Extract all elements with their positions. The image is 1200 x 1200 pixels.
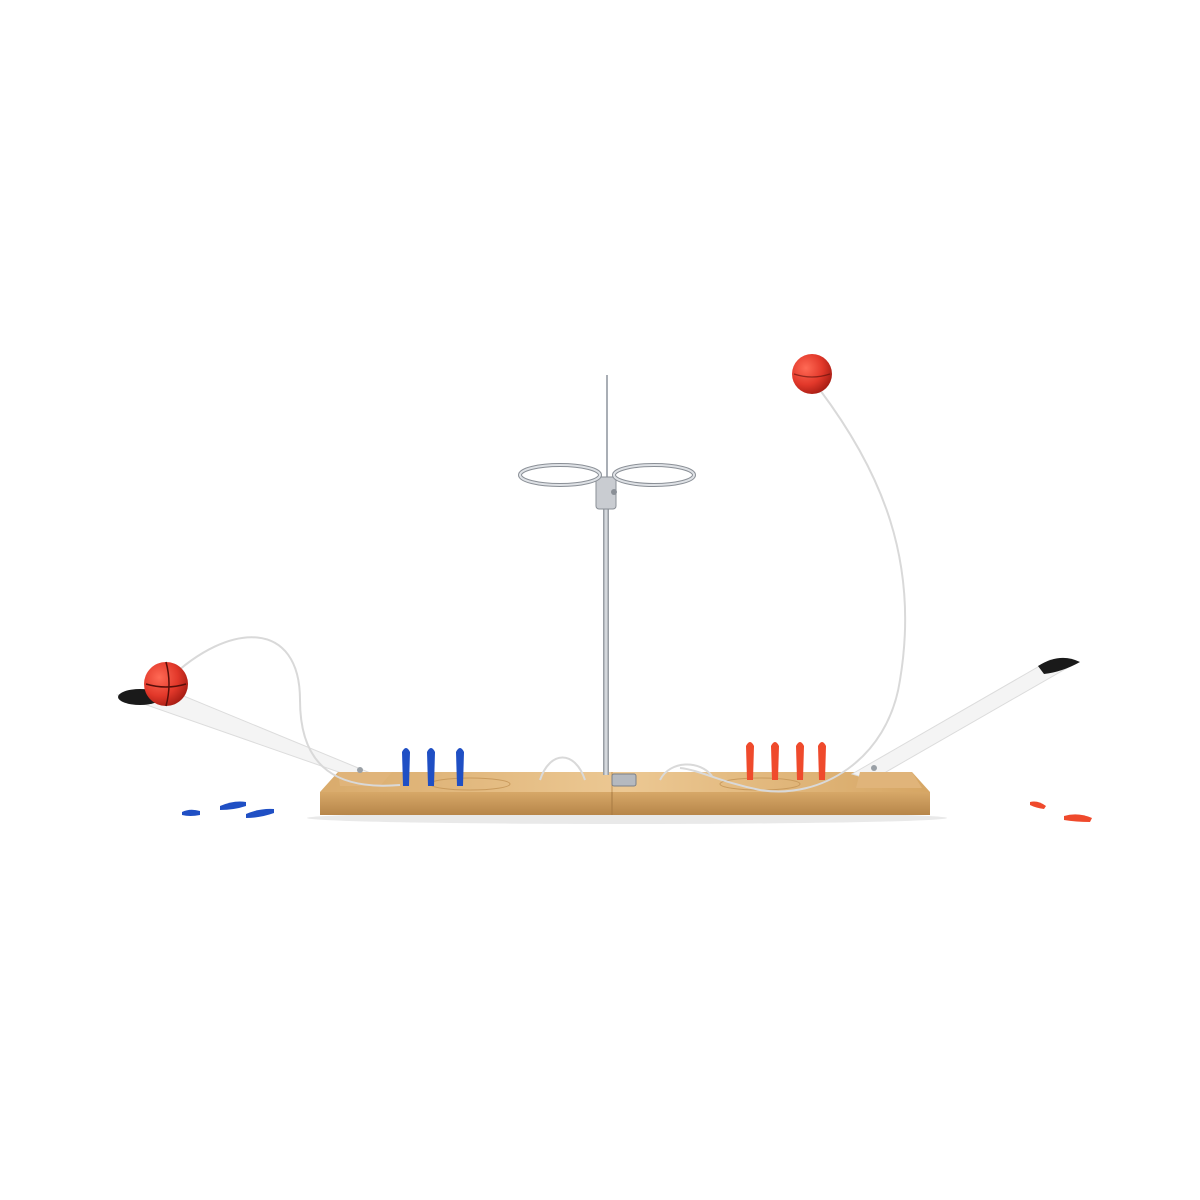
red-peg-loose (1030, 801, 1046, 809)
blue-pegs-standing (402, 748, 464, 786)
red-peg (796, 742, 804, 780)
right-ball[interactable] (792, 354, 832, 394)
red-peg (818, 742, 826, 780)
right-ball-string (679, 389, 907, 793)
blue-pegs-loose (182, 801, 274, 818)
center-string-left (539, 756, 586, 781)
hoop-stand (518, 375, 696, 787)
red-pegs-standing (746, 742, 826, 780)
left-ball[interactable] (144, 661, 188, 707)
red-peg (771, 742, 779, 780)
blue-peg-loose (246, 808, 274, 818)
blue-peg (427, 748, 435, 786)
red-pegs-loose (1030, 801, 1092, 822)
blue-peg (456, 748, 464, 786)
blue-peg (402, 748, 410, 786)
red-peg (746, 742, 754, 780)
left-ball-string (167, 636, 401, 787)
red-peg-loose (1064, 814, 1092, 822)
center-string-right (659, 763, 713, 781)
blue-peg-loose (220, 801, 246, 810)
strings (167, 389, 907, 793)
right-launcher[interactable] (850, 657, 1080, 788)
blue-peg-loose (182, 809, 200, 816)
